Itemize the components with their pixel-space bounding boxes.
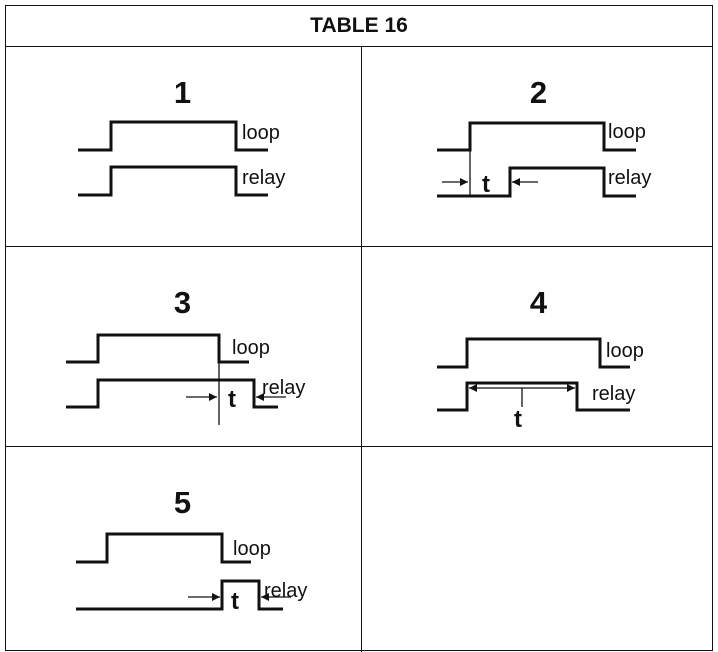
relay-label: relay (608, 167, 651, 189)
t-label: t (482, 171, 490, 198)
row-divider (6, 446, 712, 447)
relay-waveform (76, 579, 283, 611)
cell-4: 4 t loop relay (362, 247, 715, 447)
timing-diagram-3: t loop relay (66, 333, 305, 425)
t-label: t (231, 588, 239, 615)
cell-5: 5 t loop relay (6, 447, 359, 647)
t-label: t (228, 386, 236, 413)
row-divider (6, 246, 712, 247)
timing-diagram-1: loop relay (78, 120, 285, 197)
loop-waveform (437, 121, 636, 152)
cell-number: 1 (173, 75, 192, 110)
loop-waveform (66, 333, 249, 364)
relay-waveform (78, 165, 268, 197)
relay-waveform (437, 166, 636, 198)
relay-label: relay (262, 377, 305, 399)
cell-number: 3 (173, 285, 192, 320)
relay-label: relay (242, 167, 285, 189)
cell-number: 4 (529, 285, 548, 320)
table-16: TABLE 16 1 loop relay 2 t loop relay (5, 5, 715, 652)
relay-label: relay (264, 580, 307, 602)
loop-waveform (76, 532, 251, 564)
loop-label: loop (242, 122, 280, 144)
loop-label: loop (232, 337, 270, 359)
relay-waveform (437, 381, 630, 412)
cell-3: 3 t loop relay (6, 247, 359, 447)
loop-label: loop (608, 121, 646, 143)
relay-label: relay (592, 383, 635, 405)
cell-2: 2 t loop relay (362, 47, 715, 247)
empty-cell (362, 447, 715, 647)
cell-number: 2 (529, 75, 548, 110)
loop-label: loop (233, 538, 271, 560)
column-divider (361, 46, 362, 652)
row-divider (6, 46, 712, 47)
loop-waveform (78, 120, 268, 152)
timing-diagram-5: t loop relay (76, 532, 307, 615)
table-title: TABLE 16 (310, 14, 408, 37)
relay-waveform (66, 378, 278, 409)
timing-diagram-4: t loop relay (437, 337, 644, 433)
loop-waveform (437, 337, 630, 369)
cell-number: 5 (173, 485, 192, 520)
loop-label: loop (606, 340, 644, 362)
cell-1: 1 loop relay (6, 47, 359, 247)
timing-diagram-2: t loop relay (437, 121, 651, 198)
t-label: t (514, 406, 522, 433)
